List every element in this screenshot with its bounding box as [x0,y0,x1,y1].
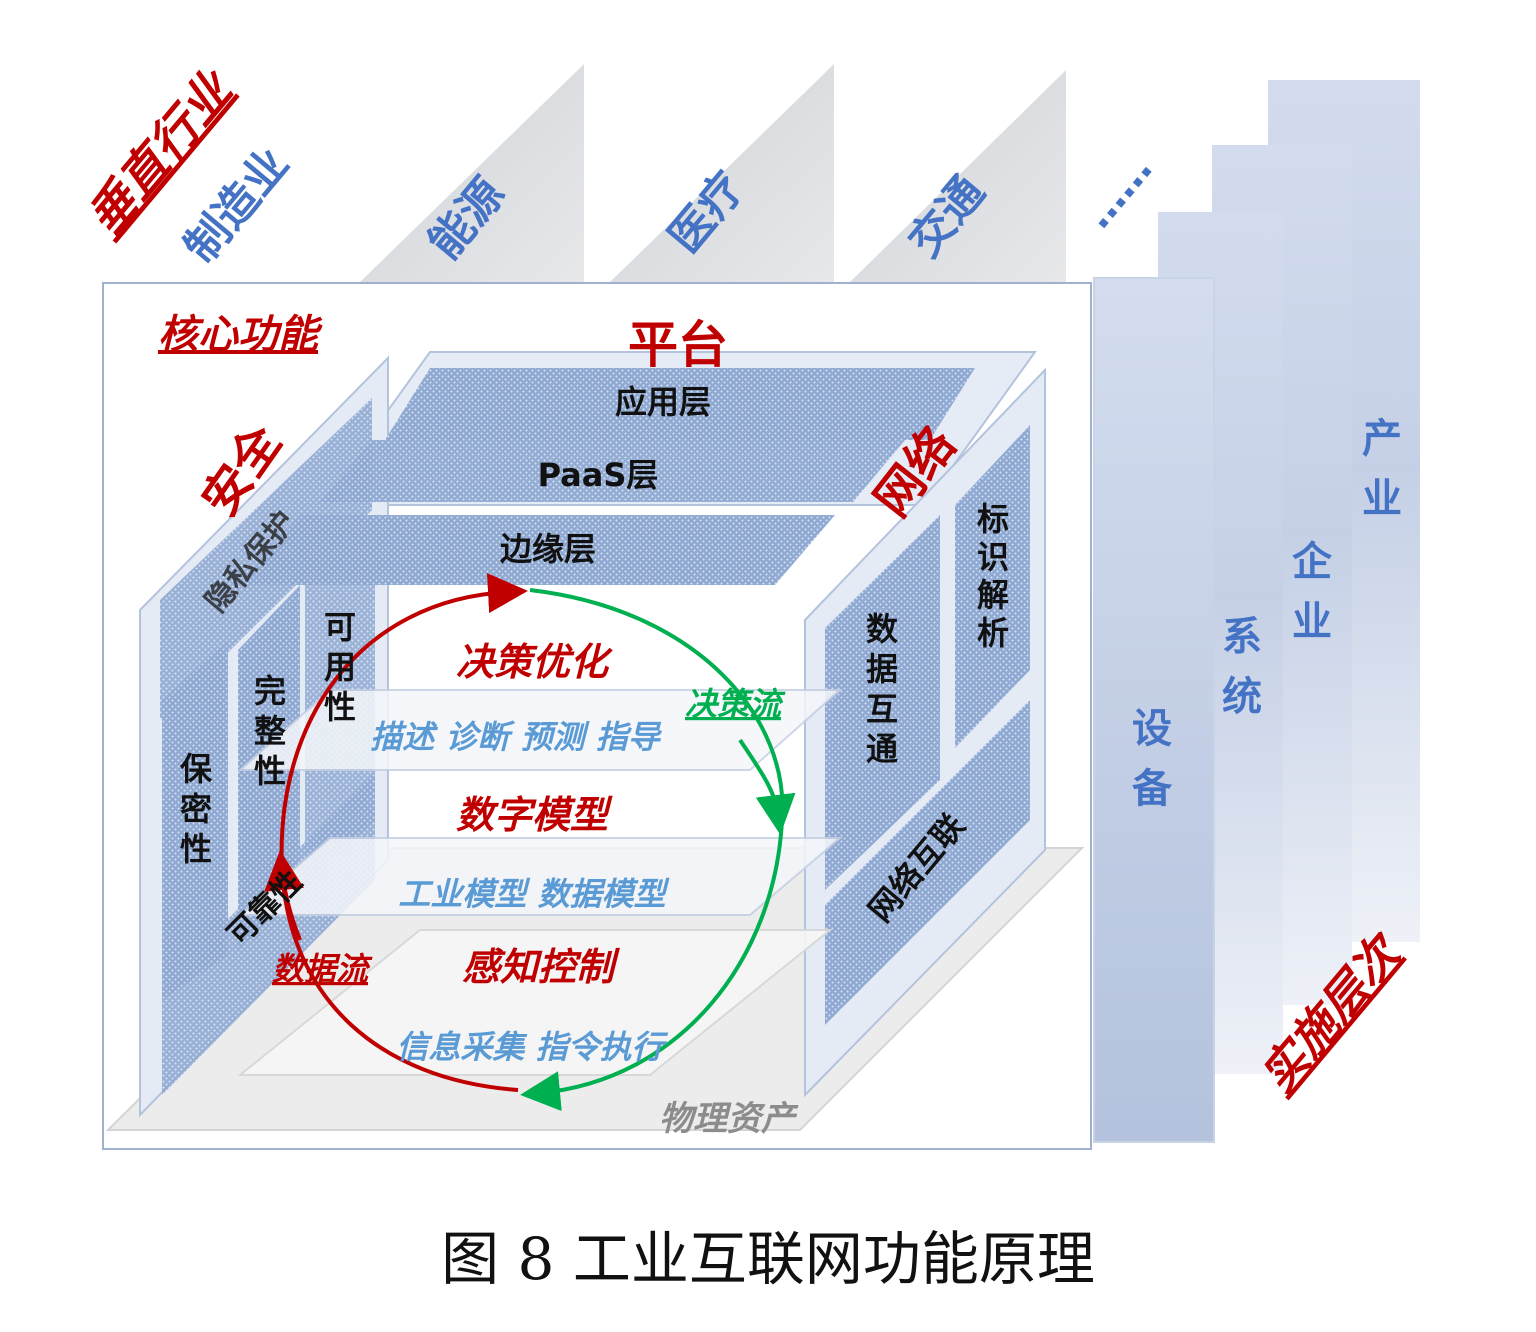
triangle-energy [360,64,584,282]
core-function-title: 核心功能 [158,312,323,358]
integrity-label-char: 性 [254,752,286,790]
network-wall [804,367,1046,1098]
confidentiality-label: 保密性 [180,750,213,868]
layer-paas-label: PaaS层 [538,456,659,494]
layer-edge-plate [240,515,835,585]
level-enterprise-char: 业 [1292,599,1332,645]
identity-label-char: 析 [977,614,1009,652]
sense-control-label: 感知控制 [462,945,620,989]
identity-label-char: 标 [977,500,1009,538]
interconnect-panel [825,700,1030,1025]
implementation-columns [1093,80,1420,1143]
availability-label-char: 用 [324,648,356,686]
confidentiality-label-char: 保 [180,750,213,788]
data-flow-label: 数据流 [272,950,373,988]
data-interop-label-char: 通 [866,730,898,768]
platform-label: 平台 [628,316,728,374]
level-industry: 产业 [1362,416,1402,522]
confidentiality-panel [162,640,228,1000]
data-interop-label-char: 数 [866,610,899,648]
confidentiality-label-char: 性 [180,830,212,868]
decision-flow-arrow-mid [738,738,796,835]
data-interop-label: 数据互通 [866,610,899,768]
data-interop-label-char: 互 [866,690,898,728]
industry-more: …… [1075,146,1162,237]
level-system: 系统 [1222,614,1262,720]
availability-label: 可用性 [324,608,356,726]
level-system-char: 系 [1222,614,1262,660]
level-enterprise: 企业 [1292,539,1333,645]
layer-edge-label: 边缘层 [500,530,596,568]
physical-asset-label: 物理资产 [659,1099,799,1139]
layer-application-label: 应用层 [615,383,711,421]
level-industry-char: 产 [1362,416,1402,462]
triangle-traffic [850,70,1066,282]
sense-plane [237,929,833,1076]
identity-label-char: 解 [977,576,1009,614]
level-system-char: 统 [1222,674,1262,720]
data-flow-arrow-mid [264,850,304,941]
availability-label-char: 性 [324,688,356,726]
level-enterprise-char: 企 [1292,539,1333,585]
identity-panel [955,425,1030,748]
identity-label: 标识解析 [977,500,1009,652]
decision-optimize-label: 决策优化 [456,640,613,684]
decision-flow-label: 决策流 [685,685,786,723]
confidentiality-label-char: 密 [180,790,212,828]
level-device-char: 设 [1132,706,1172,752]
integrity-label-char: 完 [254,672,286,710]
data-interop-label-char: 据 [866,650,898,688]
identity-label-char: 识 [977,538,1009,576]
column-device [1093,277,1215,1143]
model-sub-label: 工业模型 数据模型 [398,875,669,913]
data-interop-panel [825,515,940,890]
digital-model-label: 数字模型 [456,793,613,837]
triangle-medical [610,64,834,282]
integrity-label: 完整性 [254,672,286,790]
figure-caption: 图 8 工业互联网功能原理 [441,1225,1095,1293]
decision-sub-label: 描述 诊断 预测 指导 [370,718,662,756]
layer-paas-plate [320,440,905,502]
model-plane-upper [237,689,843,771]
sense-sub-label: 信息采集 指令执行 [396,1028,668,1066]
level-device-char: 备 [1132,766,1173,812]
level-device: 设备 [1132,706,1173,812]
level-industry-char: 业 [1362,476,1402,522]
industry-triangles [360,64,1066,282]
integrity-label-char: 整 [254,712,286,750]
availability-label-char: 可 [324,608,356,646]
layer-application-plate [385,368,975,440]
industry-manufacturing: 制造业 [175,139,299,273]
